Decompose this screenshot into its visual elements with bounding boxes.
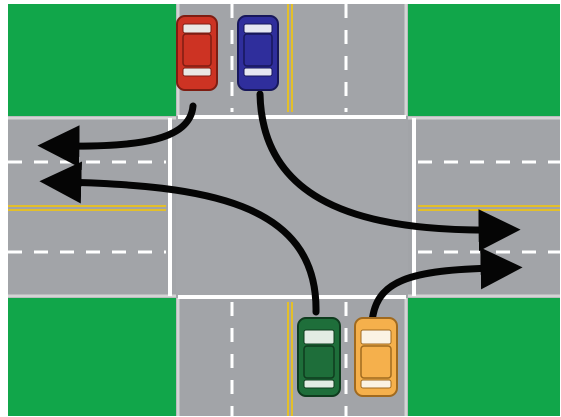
stop-lines <box>168 115 416 299</box>
yellow-car-windshield <box>360 329 392 345</box>
grass-top-left <box>8 4 176 116</box>
blue-car-rear-window <box>243 67 273 77</box>
red-car-roof <box>182 33 212 67</box>
blue-car-left-turn-arrow <box>256 90 521 252</box>
green-car-left-turn-arrow <box>39 161 320 316</box>
grass-bottom-right <box>408 298 560 416</box>
curb-edges <box>8 4 560 416</box>
red-car <box>176 15 218 91</box>
red-car-windshield <box>182 23 212 34</box>
center-lines <box>8 4 560 416</box>
green-car <box>297 317 341 397</box>
intersection-box <box>176 116 408 298</box>
yellow-car-rear-window <box>360 379 392 389</box>
blue-car <box>237 15 279 91</box>
red-car-right-turn-arrow <box>37 102 197 168</box>
turn-arrows <box>37 90 523 326</box>
green-car-rear-window <box>303 379 335 389</box>
yellow-car <box>354 317 398 397</box>
red-car-rear-window <box>182 67 212 77</box>
grass-top-right <box>408 4 560 116</box>
blue-car-windshield <box>243 23 273 34</box>
blue-car-roof <box>243 33 273 67</box>
grass-bottom-left <box>8 298 176 416</box>
green-car-windshield <box>303 329 335 345</box>
green-car-roof <box>303 345 335 379</box>
yellow-car-roof <box>360 345 392 379</box>
yellow-car-right-turn-arrow <box>368 247 523 326</box>
lane-dashes <box>8 4 560 416</box>
